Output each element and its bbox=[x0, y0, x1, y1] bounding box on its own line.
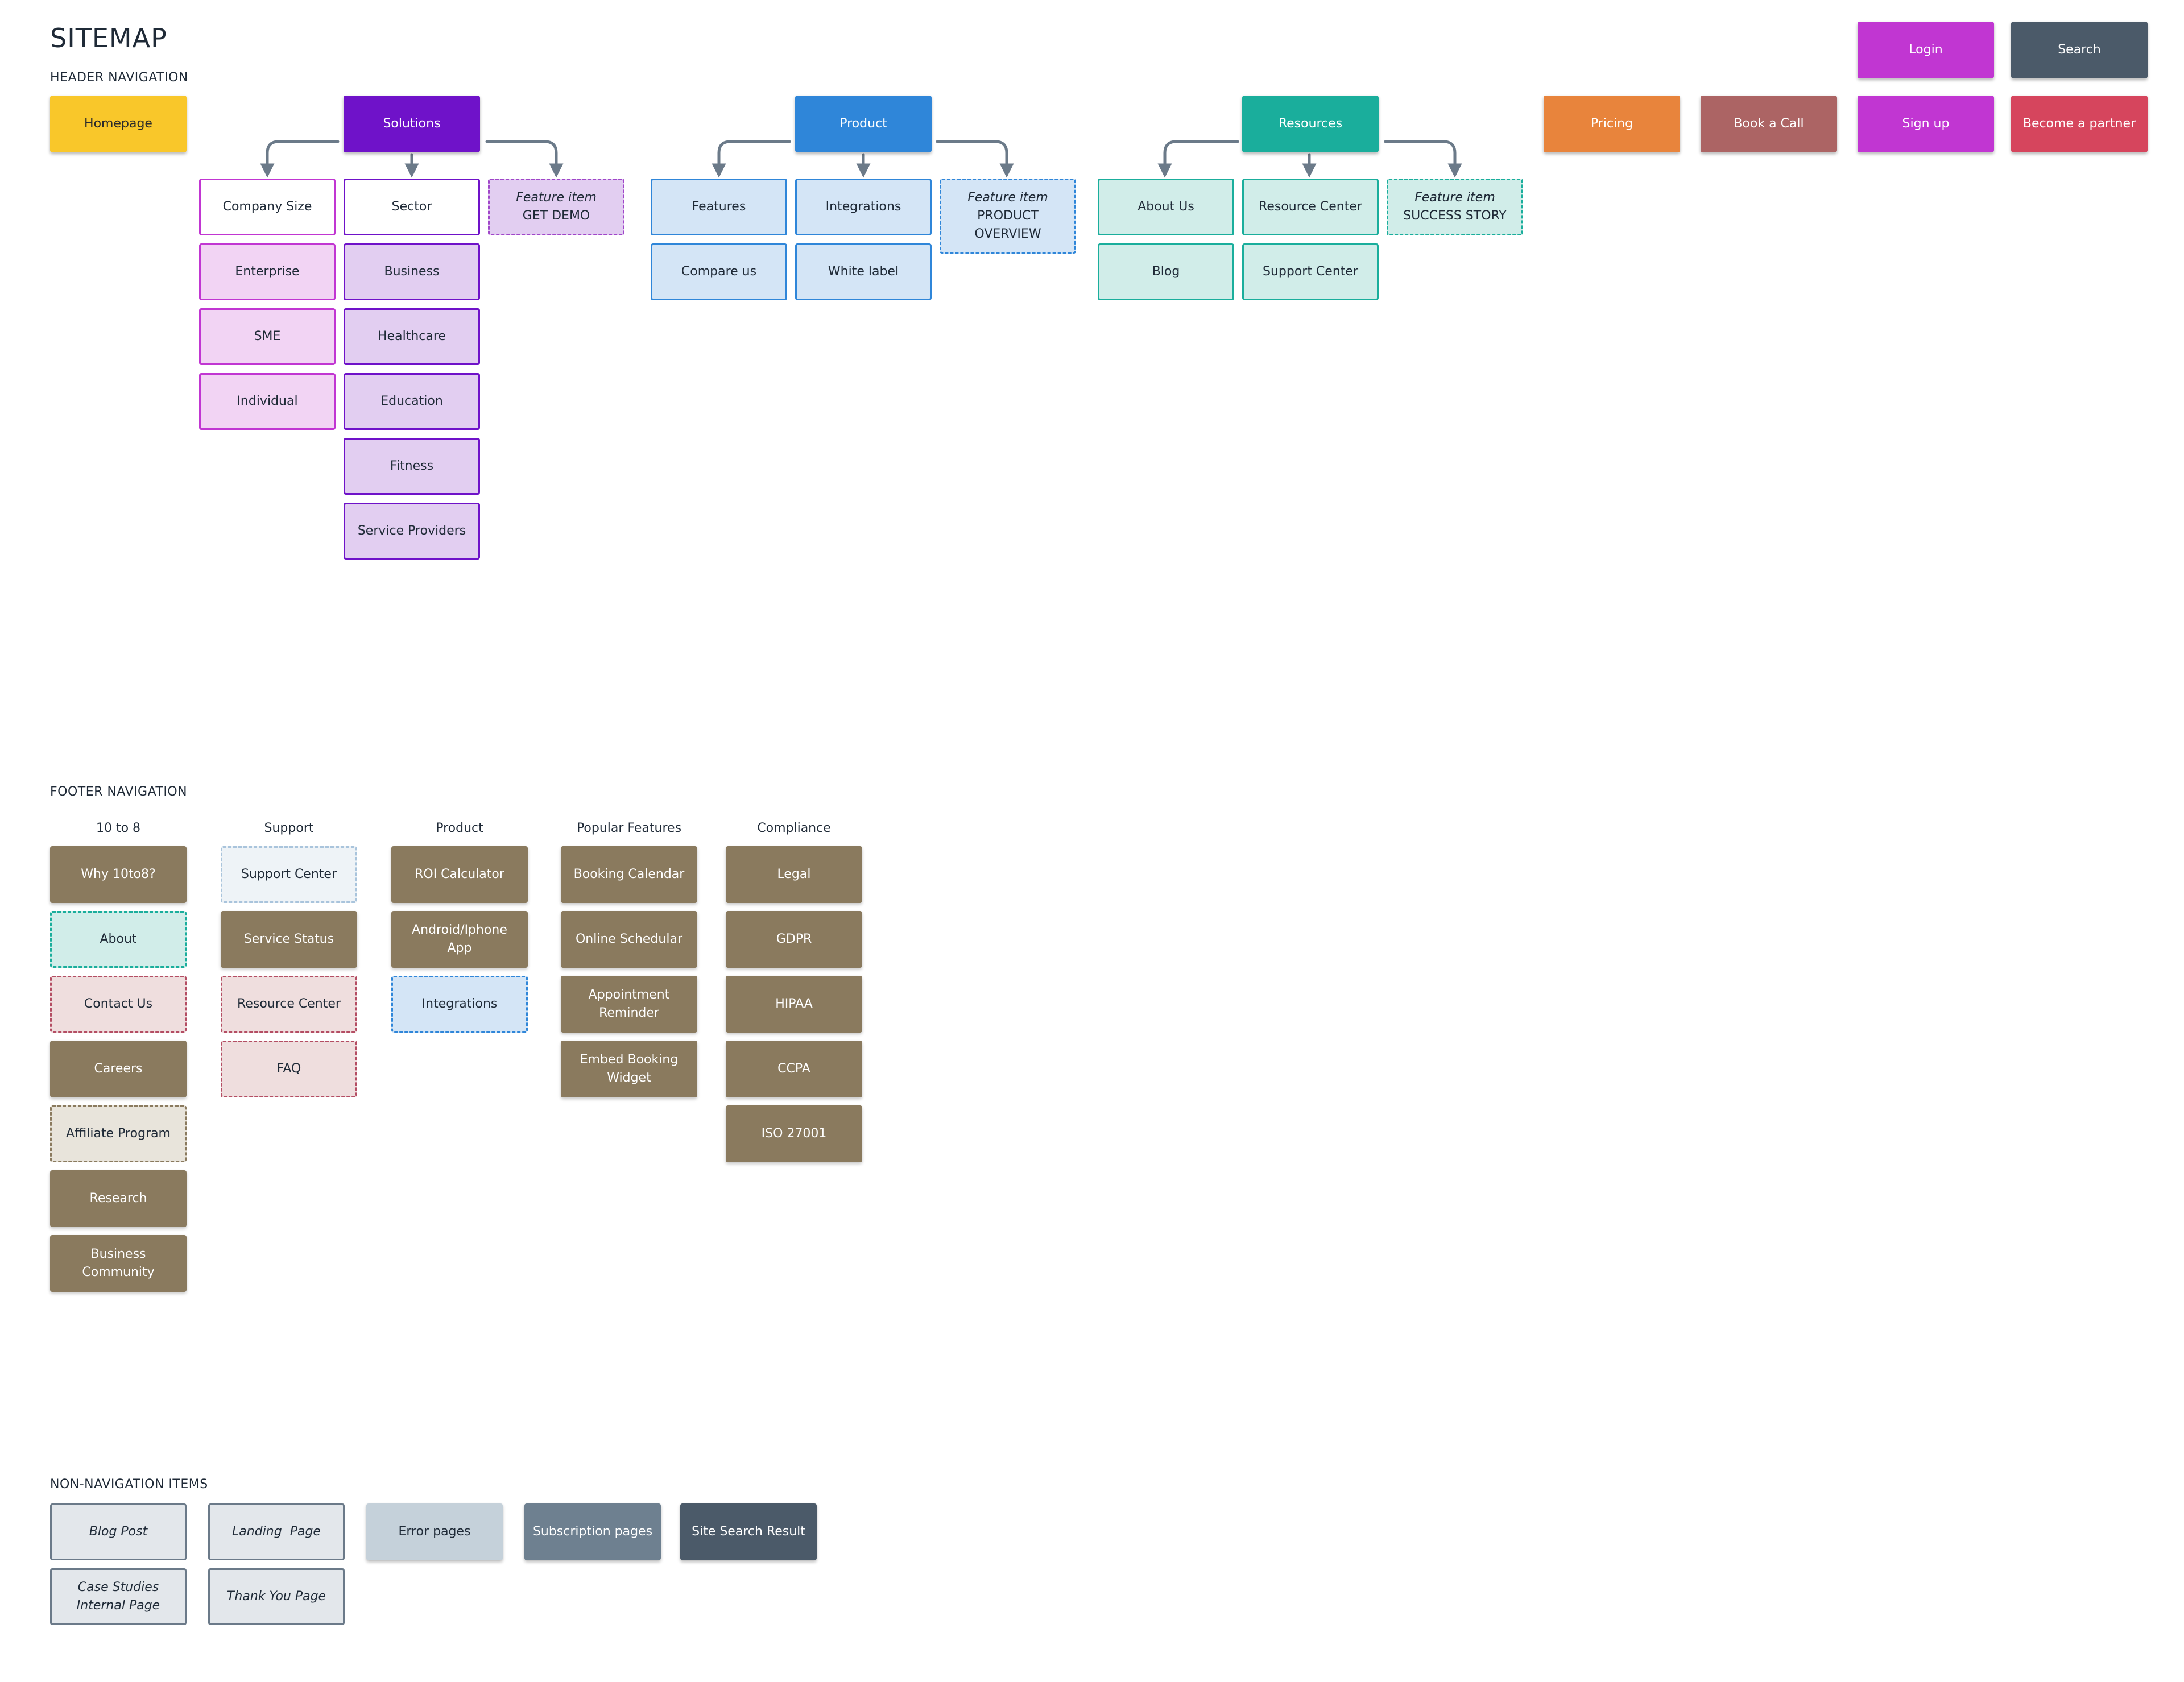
connector-solutions-right bbox=[485, 140, 564, 178]
feature-get-demo-node[interactable]: Feature item GET DEMO bbox=[488, 179, 624, 235]
become-a-partner-node[interactable]: Become a partner bbox=[2011, 96, 2148, 152]
node-line1: Android/Iphone bbox=[412, 923, 507, 937]
service-providers-node[interactable]: Service Providers bbox=[344, 503, 480, 560]
individual-node[interactable]: Individual bbox=[199, 373, 336, 430]
feature-success-story-node[interactable]: Feature item SUCCESS STORY bbox=[1387, 179, 1523, 235]
node-line2: Internal Page bbox=[76, 1598, 160, 1613]
node-line2: Community bbox=[82, 1265, 155, 1279]
pricing-node[interactable]: Pricing bbox=[1544, 96, 1680, 152]
blog-post-node[interactable]: Blog Post bbox=[50, 1503, 187, 1560]
healthcare-node[interactable]: Healthcare bbox=[344, 308, 480, 365]
feature-product-overview-node[interactable]: Feature item PRODUCT OVERVIEW bbox=[940, 179, 1076, 254]
non-navigation-label: NON-NAVIGATION ITEMS bbox=[50, 1477, 208, 1492]
solutions-node[interactable]: Solutions bbox=[344, 96, 480, 152]
error-pages-node[interactable]: Error pages bbox=[366, 1503, 503, 1560]
faq-node[interactable]: FAQ bbox=[221, 1041, 357, 1097]
booking-calendar-node[interactable]: Booking Calendar bbox=[561, 846, 697, 903]
contact-us-node[interactable]: Contact Us bbox=[50, 976, 187, 1033]
resources-node[interactable]: Resources bbox=[1242, 96, 1379, 152]
sme-node[interactable]: SME bbox=[199, 308, 336, 365]
about-us-node[interactable]: About Us bbox=[1098, 179, 1234, 235]
landing-page-node[interactable]: Landing Page bbox=[208, 1503, 345, 1560]
page-title: SITEMAP bbox=[50, 23, 167, 53]
footer-navigation-label: FOOTER NAVIGATION bbox=[50, 785, 188, 799]
business-node[interactable]: Business bbox=[344, 243, 480, 300]
sector-node[interactable]: Sector bbox=[344, 179, 480, 235]
node-line1: Business bbox=[90, 1247, 146, 1261]
white-label-node[interactable]: White label bbox=[795, 243, 932, 300]
fitness-node[interactable]: Fitness bbox=[344, 438, 480, 495]
iso-27001-node[interactable]: ISO 27001 bbox=[726, 1105, 862, 1162]
ccpa-node[interactable]: CCPA bbox=[726, 1041, 862, 1097]
integrations-node[interactable]: Integrations bbox=[795, 179, 932, 235]
feature-label: GET DEMO bbox=[522, 209, 590, 223]
case-studies-internal-page-node[interactable]: Case Studies Internal Page bbox=[50, 1568, 187, 1625]
footer-resource-center-node[interactable]: Resource Center bbox=[221, 976, 357, 1033]
footer-heading-support: Support bbox=[264, 821, 314, 835]
hipaa-node[interactable]: HIPAA bbox=[726, 976, 862, 1033]
why-10to8-node[interactable]: Why 10to8? bbox=[50, 846, 187, 903]
gdpr-node[interactable]: GDPR bbox=[726, 911, 862, 968]
search-node[interactable]: Search bbox=[2011, 22, 2148, 78]
book-a-call-node[interactable]: Book a Call bbox=[1701, 96, 1837, 152]
android-iphone-app-node[interactable]: Android/Iphone App bbox=[391, 911, 528, 968]
connector-product-right bbox=[936, 140, 1014, 178]
connector-product-left bbox=[712, 140, 791, 178]
legal-node[interactable]: Legal bbox=[726, 846, 862, 903]
sign-up-node[interactable]: Sign up bbox=[1858, 96, 1994, 152]
subscription-pages-node[interactable]: Subscription pages bbox=[524, 1503, 661, 1560]
business-community-node[interactable]: Business Community bbox=[50, 1235, 187, 1292]
thank-you-page-node[interactable]: Thank You Page bbox=[208, 1568, 345, 1625]
connector-resources-right bbox=[1384, 140, 1462, 178]
node-line1: Embed Booking bbox=[580, 1053, 679, 1067]
feature-kicker: Feature item bbox=[967, 190, 1048, 205]
site-search-result-node[interactable]: Site Search Result bbox=[680, 1503, 817, 1560]
careers-node[interactable]: Careers bbox=[50, 1041, 187, 1097]
feature-kicker: Feature item bbox=[1414, 190, 1495, 205]
support-center-node[interactable]: Support Center bbox=[1242, 243, 1379, 300]
about-node[interactable]: About bbox=[50, 911, 187, 968]
footer-heading-popular-features: Popular Features bbox=[576, 821, 682, 835]
feature-kicker: Feature item bbox=[516, 190, 597, 205]
footer-integrations-node[interactable]: Integrations bbox=[391, 976, 528, 1033]
research-node[interactable]: Research bbox=[50, 1170, 187, 1227]
features-node[interactable]: Features bbox=[651, 179, 787, 235]
homepage-node[interactable]: Homepage bbox=[50, 96, 187, 152]
footer-heading-compliance: Compliance bbox=[757, 821, 831, 835]
node-line2: Widget bbox=[607, 1071, 651, 1085]
enterprise-node[interactable]: Enterprise bbox=[199, 243, 336, 300]
company-size-node[interactable]: Company Size bbox=[199, 179, 336, 235]
node-line1: Case Studies bbox=[77, 1580, 159, 1594]
roi-calculator-node[interactable]: ROI Calculator bbox=[391, 846, 528, 903]
footer-heading-product: Product bbox=[436, 821, 483, 835]
header-navigation-label: HEADER NAVIGATION bbox=[50, 71, 188, 85]
product-node[interactable]: Product bbox=[795, 96, 932, 152]
feature-label-line2: OVERVIEW bbox=[974, 227, 1041, 241]
compare-us-node[interactable]: Compare us bbox=[651, 243, 787, 300]
embed-booking-widget-node[interactable]: Embed Booking Widget bbox=[561, 1041, 697, 1097]
connector-resources-left bbox=[1157, 140, 1239, 178]
appointment-reminder-node[interactable]: Appointment Reminder bbox=[561, 976, 697, 1033]
blog-node[interactable]: Blog bbox=[1098, 243, 1234, 300]
online-schedular-node[interactable]: Online Schedular bbox=[561, 911, 697, 968]
footer-heading-10to8: 10 to 8 bbox=[96, 821, 141, 835]
feature-label-line1: PRODUCT bbox=[977, 209, 1039, 223]
node-line2: App bbox=[447, 941, 472, 955]
footer-support-center-node[interactable]: Support Center bbox=[221, 846, 357, 903]
node-line2: Reminder bbox=[599, 1006, 659, 1020]
login-node[interactable]: Login bbox=[1858, 22, 1994, 78]
feature-label: SUCCESS STORY bbox=[1403, 209, 1507, 223]
affiliate-program-node[interactable]: Affiliate Program bbox=[50, 1105, 187, 1162]
education-node[interactable]: Education bbox=[344, 373, 480, 430]
connector-solutions-left bbox=[260, 140, 340, 178]
node-line1: Appointment bbox=[588, 988, 670, 1002]
service-status-node[interactable]: Service Status bbox=[221, 911, 357, 968]
resource-center-node[interactable]: Resource Center bbox=[1242, 179, 1379, 235]
